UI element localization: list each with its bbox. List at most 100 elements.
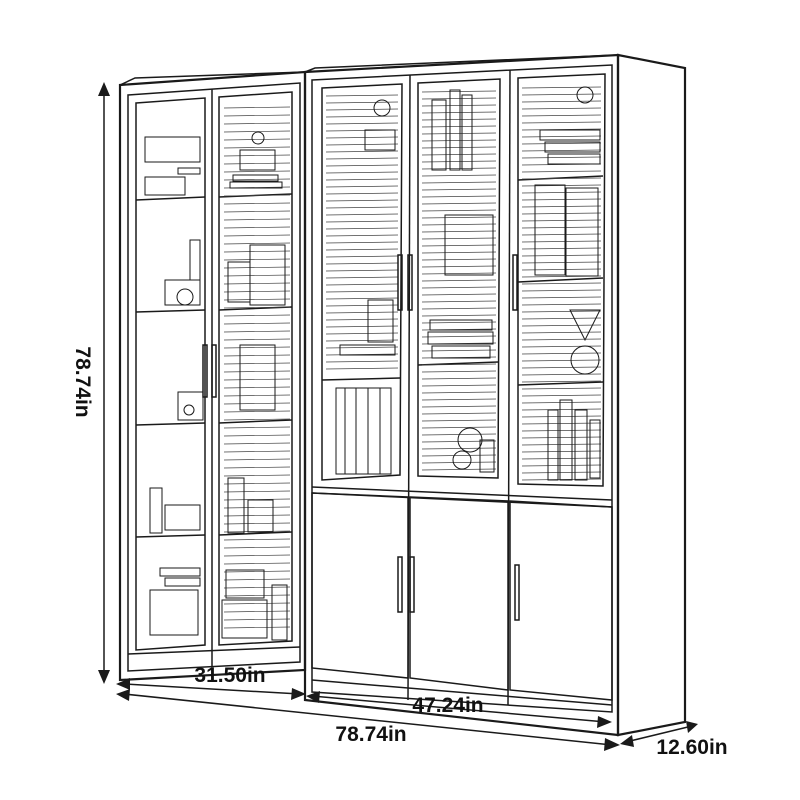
back-slat xyxy=(521,457,602,460)
back-slat xyxy=(223,218,291,221)
back-slat xyxy=(325,276,399,279)
left-glass-door-2 xyxy=(218,91,293,646)
back-slat xyxy=(223,274,291,277)
back-slat xyxy=(421,440,497,443)
back-slat xyxy=(223,602,291,605)
back-slat xyxy=(223,522,291,525)
back-slat xyxy=(325,164,399,167)
back-slat xyxy=(223,306,291,309)
back-slat xyxy=(521,429,602,432)
back-slat xyxy=(325,108,399,111)
back-slat xyxy=(223,194,291,197)
back-slat xyxy=(421,97,497,100)
right-door-handle-3[interactable] xyxy=(512,254,518,311)
back-slat xyxy=(421,230,497,233)
back-slat xyxy=(421,447,497,450)
back-slat xyxy=(521,331,602,334)
back-slat xyxy=(421,174,497,177)
back-slat xyxy=(325,325,399,328)
back-slat xyxy=(521,198,602,201)
back-slat xyxy=(521,289,602,292)
back-slat xyxy=(521,114,602,117)
back-slat xyxy=(421,244,497,247)
back-slat xyxy=(223,506,291,509)
back-slat xyxy=(521,415,602,418)
right-lower-door-3 xyxy=(509,500,613,701)
left-back-slats xyxy=(223,106,291,629)
back-slat xyxy=(421,209,497,212)
back-slat xyxy=(325,311,399,314)
back-slat xyxy=(421,104,497,107)
back-slat xyxy=(421,153,497,156)
right-cabinet-shelves xyxy=(321,175,604,386)
back-slat xyxy=(421,188,497,191)
back-slat xyxy=(325,192,399,195)
right-lower-handle-1[interactable] xyxy=(397,556,403,613)
back-slat xyxy=(521,443,602,446)
back-slat xyxy=(521,233,602,236)
left-door-handle[interactable] xyxy=(202,344,208,398)
back-slat xyxy=(223,626,291,629)
back-slat xyxy=(521,394,602,397)
back-slat xyxy=(421,426,497,429)
back-slat xyxy=(421,321,497,324)
back-slat xyxy=(521,436,602,439)
back-slat xyxy=(521,205,602,208)
back-slat xyxy=(421,398,497,401)
right-cabinet-items xyxy=(335,86,601,481)
back-slat xyxy=(223,594,291,597)
back-slat xyxy=(521,303,602,306)
back-slat xyxy=(421,468,497,471)
back-slat xyxy=(521,170,602,173)
back-slat xyxy=(223,290,291,293)
back-slat xyxy=(223,250,291,253)
back-slat xyxy=(421,251,497,254)
back-slat xyxy=(521,380,602,383)
right-glass-door-3 xyxy=(517,73,606,487)
back-slat xyxy=(421,118,497,121)
left-door-handle-2[interactable] xyxy=(211,344,217,398)
back-slat xyxy=(521,464,602,467)
back-slat xyxy=(325,122,399,125)
back-slat xyxy=(521,422,602,425)
back-slat xyxy=(421,195,497,198)
back-slat xyxy=(223,458,291,461)
back-slat xyxy=(421,237,497,240)
back-slat xyxy=(223,378,291,381)
back-slat xyxy=(325,94,399,97)
right-lower-handle-3[interactable] xyxy=(514,564,520,621)
back-slat xyxy=(223,618,291,621)
back-slat xyxy=(223,554,291,557)
back-slat xyxy=(421,265,497,268)
back-slat xyxy=(223,514,291,517)
back-slat xyxy=(421,300,497,303)
back-slat xyxy=(223,298,291,301)
back-slat xyxy=(421,307,497,310)
back-slat xyxy=(223,386,291,389)
back-slat xyxy=(223,370,291,373)
back-slat xyxy=(521,219,602,222)
back-slat xyxy=(421,181,497,184)
back-slat xyxy=(421,412,497,415)
back-slat xyxy=(325,248,399,251)
back-slat xyxy=(223,610,291,613)
back-slat xyxy=(325,199,399,202)
right-width-label: 47.24in xyxy=(412,694,483,717)
back-slat xyxy=(325,157,399,160)
right-lower-door-1 xyxy=(311,492,409,679)
right-door-handle-1[interactable] xyxy=(397,254,403,311)
back-slat xyxy=(223,450,291,453)
back-slat xyxy=(325,262,399,265)
right-door-handle-2[interactable] xyxy=(407,254,413,311)
back-slat xyxy=(421,405,497,408)
back-slat xyxy=(223,122,291,125)
back-slat xyxy=(223,482,291,485)
back-slat xyxy=(223,362,291,365)
back-slat xyxy=(325,339,399,342)
right-glass-door-2 xyxy=(417,78,501,479)
right-lower-handle-2[interactable] xyxy=(409,556,415,613)
total-width-label: 78.74in xyxy=(335,723,406,746)
back-slat xyxy=(421,293,497,296)
back-slat xyxy=(223,330,291,333)
